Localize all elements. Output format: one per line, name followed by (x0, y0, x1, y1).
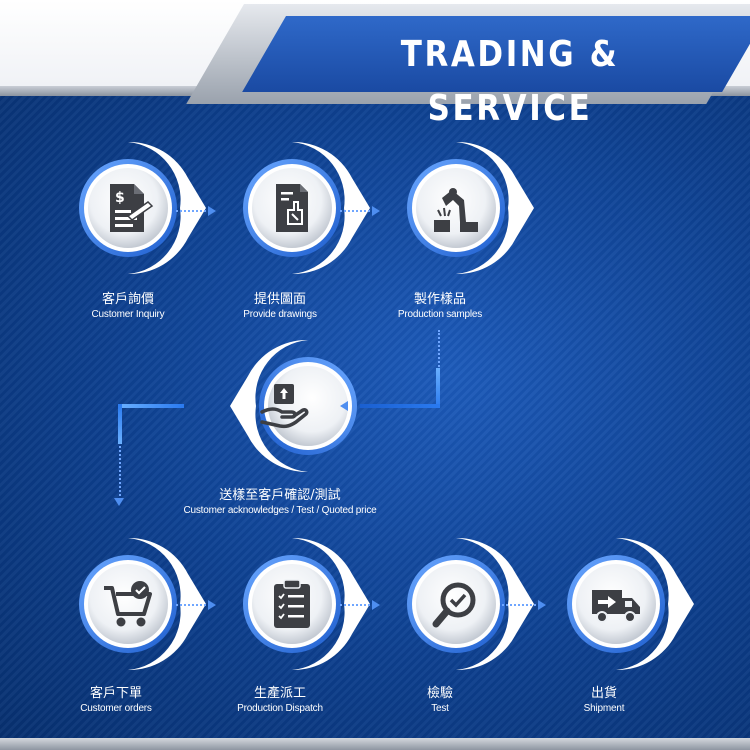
step-label: 製作樣品 Production samples (340, 292, 540, 321)
connector-3-4-horizontal (360, 404, 440, 408)
step-label-zh: 製作樣品 (413, 292, 466, 307)
step-label: 客戶下單 Customer orders (16, 686, 216, 715)
footer-rule (0, 738, 750, 750)
connector-7-8 (502, 604, 540, 606)
invoice-pen-icon: $ (110, 184, 154, 232)
page-title: TRADING & SERVICE (400, 34, 620, 129)
drawing-document-icon (276, 184, 308, 232)
delivery-truck-icon (592, 590, 640, 623)
step-label-zh: 客戶詢價 (101, 292, 154, 307)
magnifier-check-icon (432, 582, 476, 628)
step-label-zh: 提供圖面 (253, 292, 306, 307)
step-label: 客戶詢價 Customer Inquiry (28, 292, 228, 321)
connector-6-7 (340, 604, 374, 606)
connector-arrow (372, 600, 380, 610)
step-label-en: Customer Inquiry (91, 309, 165, 320)
step-label-zh: 出貨 (590, 686, 617, 701)
step-customer-acknowledges (224, 346, 344, 466)
hand-box-icon (260, 384, 309, 429)
connector-2-3 (340, 210, 374, 212)
step-label-en: Shipment (583, 703, 625, 714)
step-label-en: Provide drawings (243, 309, 317, 320)
step-label: 出貨 Shipment (504, 686, 704, 715)
connector-arrow (208, 600, 216, 610)
step-label-zh: 送樣至客戶確認/測試 (219, 488, 341, 503)
step-label-en: Customer acknowledges / Test / Quoted pr… (183, 505, 377, 516)
step-label-zh: 客戶下單 (89, 686, 142, 701)
step-label-en: Production samples (397, 309, 483, 320)
clipboard-checklist-icon (274, 579, 310, 628)
connector-3-4-dots (438, 330, 440, 370)
connector-arrow (538, 600, 546, 610)
connector-arrow (340, 401, 348, 411)
connector-5-6 (176, 604, 210, 606)
step-label: 檢驗 Test (340, 686, 540, 715)
step-shipment (556, 544, 676, 664)
robot-arm-icon (434, 188, 478, 232)
step-production-dispatch (232, 544, 352, 664)
step-label: 送樣至客戶確認/測試 Customer acknowledges / Test … (170, 488, 390, 517)
connector-1-2 (176, 210, 210, 212)
step-production-samples (396, 148, 516, 268)
step-label: 生產派工 Production Dispatch (180, 686, 380, 715)
svg-text:$: $ (115, 190, 125, 206)
step-label-en: Customer orders (80, 703, 152, 714)
connector-3-4-vertical (436, 368, 440, 408)
connector-4-5-dots (119, 446, 121, 496)
step-label-zh: 生產派工 (253, 686, 306, 701)
connector-4-5-horizontal (118, 404, 184, 408)
connector-arrow (114, 498, 124, 506)
step-label-en: Test (431, 703, 449, 714)
step-provide-drawings (232, 148, 352, 268)
step-label-zh: 檢驗 (426, 686, 453, 701)
step-label: 提供圖面 Provide drawings (180, 292, 380, 321)
step-customer-orders (68, 544, 188, 664)
connector-arrow (208, 206, 216, 216)
connector-arrow (372, 206, 380, 216)
cart-check-icon (104, 581, 152, 627)
connector-4-5-vertical (118, 404, 122, 444)
step-test (396, 544, 516, 664)
step-customer-inquiry: $ (68, 148, 188, 268)
step-label-en: Production Dispatch (237, 703, 323, 714)
